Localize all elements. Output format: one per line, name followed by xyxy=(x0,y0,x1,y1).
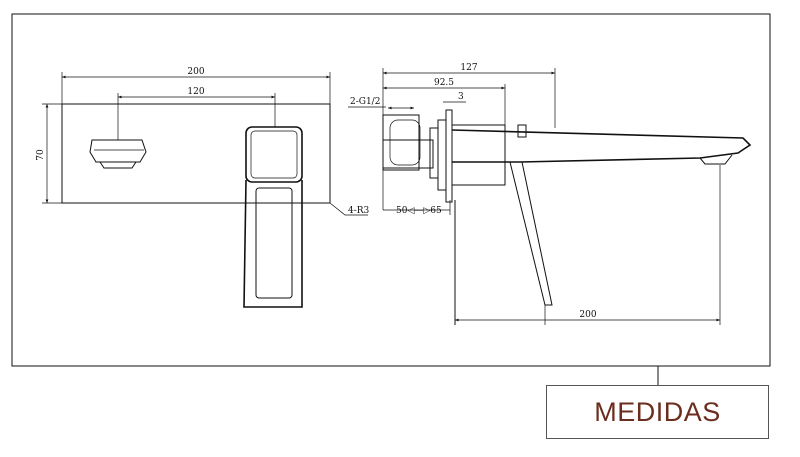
handle-lever xyxy=(243,179,303,308)
valve-body xyxy=(382,114,420,171)
side-lever xyxy=(509,161,553,306)
thread-label: 2-G1/2 xyxy=(350,97,380,107)
dim-reach-label: 200 xyxy=(579,310,596,320)
handle-top xyxy=(245,126,303,183)
spout xyxy=(451,129,752,163)
spout-outlet xyxy=(89,139,147,163)
drawing-frame xyxy=(11,13,771,367)
dim-body-label: 92.5 xyxy=(434,78,454,88)
title-label: MEDIDAS xyxy=(594,396,721,427)
radius-leader xyxy=(329,202,368,216)
wall-plate-side xyxy=(445,109,453,203)
wall-plate xyxy=(61,103,331,204)
front-view: 200 120 70 4-R3 xyxy=(36,67,370,308)
dim-spacing-label: 120 xyxy=(187,87,204,97)
dim-width-label: 200 xyxy=(187,67,204,77)
range-label: 50◁—▷65 xyxy=(396,206,442,216)
title-box: MEDIDAS xyxy=(546,385,769,439)
radius-label: 4-R3 xyxy=(348,206,370,216)
dim-depth-label: 127 xyxy=(460,63,477,73)
side-view: 127 92.5 3 2-G1/2 50◁—▷65 200 xyxy=(348,63,752,325)
dim-height-label: 70 xyxy=(36,149,46,161)
dim-plate-label: 3 xyxy=(458,92,464,102)
